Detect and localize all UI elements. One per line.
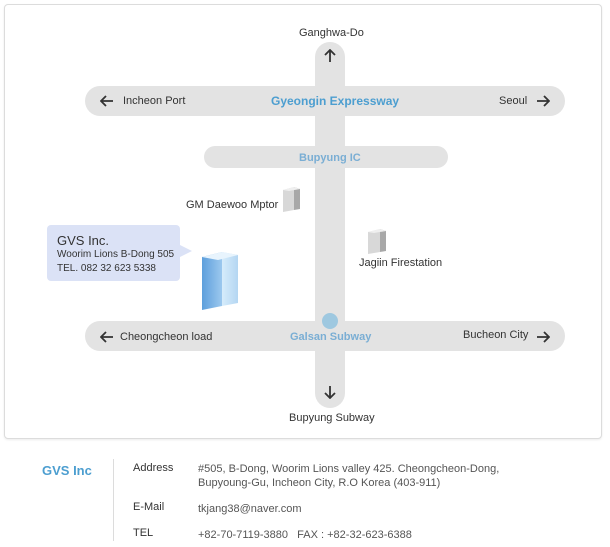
lower-road-east-label: Bucheon City	[463, 329, 529, 341]
expressway-east-label: Seoul	[499, 95, 528, 107]
arrow-left-icon	[100, 94, 114, 108]
gm-daewoo-label: GM Daewoo Mptor	[186, 199, 279, 211]
address-label: Address	[133, 462, 174, 474]
galsan-subway-marker	[322, 313, 338, 329]
email-label: E-Mail	[133, 501, 165, 513]
building-icon	[200, 248, 240, 315]
bupyung-ic-road	[204, 146, 448, 168]
email-link[interactable]: tkjang38@naver.com	[198, 503, 302, 515]
expressway-west-label: Incheon Port	[123, 95, 186, 107]
expressway-name: Gyeongin Expressway	[271, 94, 400, 108]
info-divider	[113, 459, 114, 541]
interchange-name: Bupyung IC	[299, 152, 361, 164]
south-destination-label: Bupyung Subway	[289, 412, 375, 424]
arrow-left-icon	[100, 330, 114, 344]
callout-phone: TEL. 082 32 623 5338	[57, 263, 156, 274]
north-destination-label: Ganghwa-Do	[299, 27, 364, 39]
company-callout: GVS Inc. Woorim Lions B-Dong 505 TEL. 08…	[47, 225, 192, 281]
building-icon	[280, 186, 302, 217]
callout-company-name: GVS Inc.	[57, 233, 110, 248]
address-line-2: Bupyoung-Gu, Incheon City, R.O Korea (40…	[198, 477, 441, 489]
company-title: GVS Inc	[42, 463, 92, 478]
arrow-down-icon	[323, 385, 337, 399]
callout-address: Woorim Lions B-Dong 505	[57, 249, 175, 260]
firestation-label: Jagiin Firestation	[359, 257, 443, 269]
gyeongin-expressway-road	[85, 86, 565, 116]
lower-road-west-label: Cheongcheon load	[120, 331, 213, 343]
lower-road-name: Galsan Subway	[290, 331, 372, 343]
arrow-right-icon	[536, 94, 550, 108]
address-line-1: #505, B-Dong, Woorim Lions valley 425. C…	[198, 463, 500, 475]
tel-label: TEL	[133, 527, 154, 539]
building-icon	[366, 228, 388, 259]
map-frame	[4, 4, 602, 439]
arrow-right-icon	[536, 330, 550, 344]
arrow-up-icon	[323, 49, 337, 63]
tel-fax-value: +82-70-7119-3880 FAX : +82-32-623-6388	[198, 529, 412, 541]
